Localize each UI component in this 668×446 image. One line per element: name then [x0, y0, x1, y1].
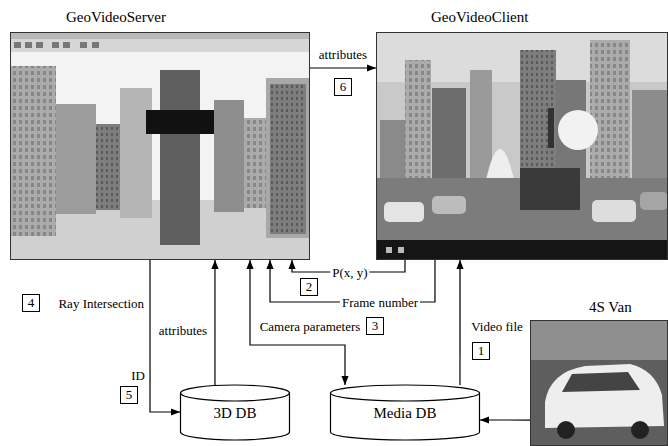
toolbar-icon: [36, 42, 43, 48]
connector-arrow: [310, 67, 376, 68]
connector-arrow: [214, 260, 215, 385]
database-label: 3D DB: [214, 385, 257, 422]
fountain: [486, 149, 514, 180]
3d-view: [10, 52, 310, 260]
connector-arrow: [459, 260, 460, 385]
balloon: [558, 110, 598, 150]
car: [432, 196, 466, 214]
callout-number: 6: [334, 78, 352, 96]
window-frame: [10, 32, 310, 260]
building-photo: [520, 50, 556, 180]
edge-label: ID: [129, 368, 147, 383]
database-label: Media DB: [374, 385, 437, 422]
database-cylinder: Media DB: [330, 385, 480, 440]
building-model: [214, 100, 244, 212]
building-photo: [590, 40, 630, 180]
callout-number: 4: [22, 294, 40, 312]
connector-group: [150, 68, 530, 420]
step-note: Ray Intersection: [58, 296, 144, 311]
building-model: [244, 118, 266, 208]
van-wheel: [557, 421, 575, 439]
database-cylinder: 3D DB: [180, 385, 290, 440]
building-model: [160, 70, 200, 245]
panel-heading: GeoVideoClient: [431, 8, 528, 26]
cylinder-rim: [331, 393, 480, 401]
car: [384, 202, 424, 222]
building-model: [270, 84, 306, 234]
callout-number: 1: [472, 342, 490, 360]
panel-heading: GeoVideoServer: [66, 8, 166, 26]
car: [592, 200, 636, 222]
photo-ground: [530, 320, 668, 446]
toolbar-icon: [52, 42, 59, 48]
toolbar-icon: [92, 42, 99, 48]
panel-heading: 4S Van: [589, 298, 632, 316]
marker-pole: [548, 108, 554, 148]
edge-label: attributes: [317, 47, 369, 62]
van-window: [562, 372, 640, 392]
van-wheel: [631, 421, 649, 439]
building-model: [120, 88, 152, 218]
screenshot-panel: 4S Van: [530, 320, 668, 446]
cylinder-body: [181, 385, 290, 440]
van-photo: [530, 320, 668, 446]
player-button: [386, 247, 392, 253]
player-button: [398, 247, 404, 253]
title-bar: [10, 32, 310, 39]
building-photo: [632, 90, 668, 180]
building-photo: [405, 60, 431, 190]
toolbar-icon: [25, 42, 32, 48]
callout-number: 2: [300, 278, 318, 296]
edge-label: Camera parameters: [258, 319, 363, 334]
building-model: [266, 78, 310, 238]
building-model: [96, 124, 120, 210]
callout-number: 5: [120, 386, 138, 404]
car: [640, 192, 668, 210]
toolbar-icon: [63, 42, 70, 48]
building-photo: [470, 70, 492, 180]
cylinder-rim: [181, 393, 290, 401]
building-model: [56, 104, 96, 214]
toolbar-icon: [14, 42, 21, 48]
edge-label: P(x, y): [330, 265, 369, 280]
sky: [376, 32, 668, 260]
building-photo: [432, 88, 466, 188]
client-screenshot: [376, 32, 668, 260]
edge-label: Video file: [469, 319, 525, 334]
edge-label: attributes: [157, 323, 209, 338]
screenshot-panel: GeoVideoServer: [10, 32, 310, 260]
screenshot-panel: GeoVideoClient: [376, 32, 668, 260]
van-body: [545, 364, 664, 428]
callout-number: 3: [366, 317, 384, 335]
toolbar-icon: [80, 42, 87, 48]
building-model: [10, 66, 56, 236]
truck: [520, 168, 580, 210]
cylinder-body: [331, 385, 480, 440]
building-wall: [530, 320, 668, 360]
connector-arrow: [480, 419, 530, 420]
edge-label: Frame number: [340, 295, 420, 310]
selected-building: [146, 110, 214, 134]
player-bar: [376, 240, 668, 260]
server-screenshot: [10, 32, 310, 260]
